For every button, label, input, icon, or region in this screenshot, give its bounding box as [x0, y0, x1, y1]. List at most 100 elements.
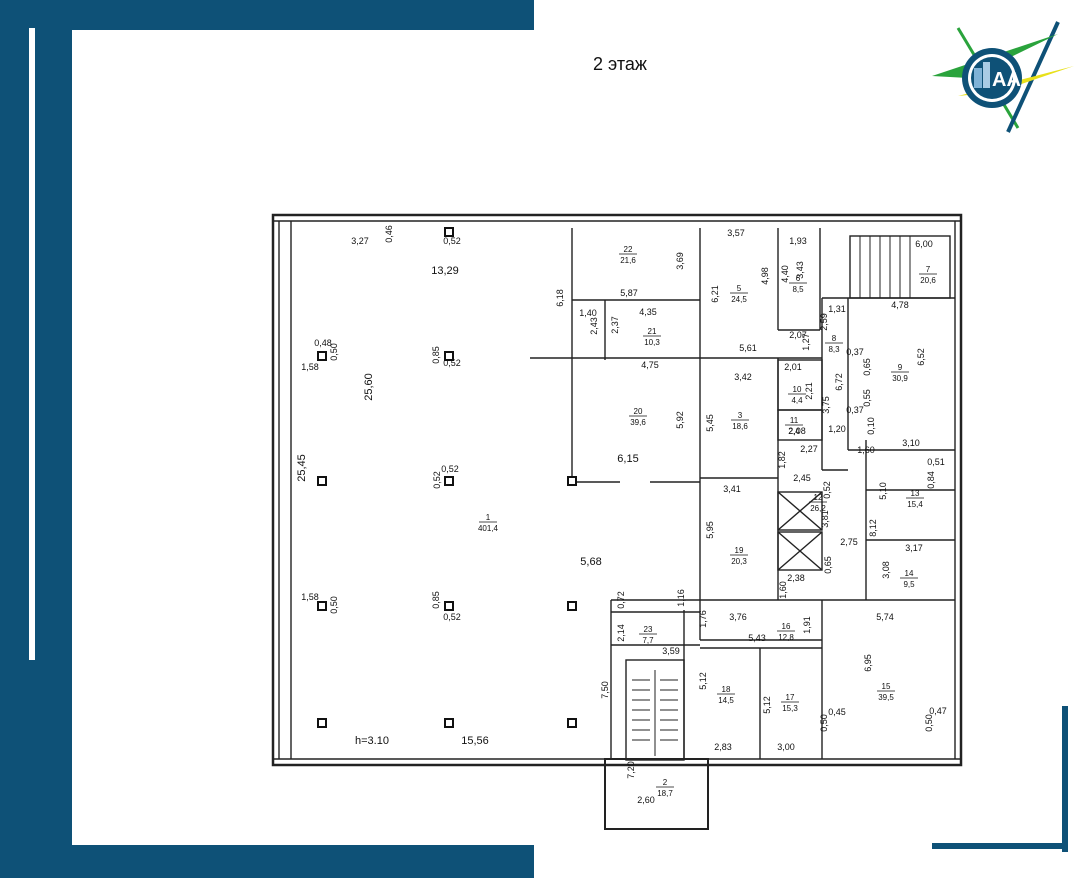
room-area: 18,6	[732, 422, 748, 431]
dimension-label: 0,50	[329, 596, 339, 614]
room-10: 104,4	[788, 385, 806, 405]
dimension-label: 0,52	[441, 464, 459, 474]
dimension-label: 0,52	[443, 236, 461, 246]
columns	[317, 227, 577, 728]
room-11: 112,4	[785, 416, 803, 436]
frame-top-bar	[0, 0, 534, 30]
dimension-label: 2,60	[637, 795, 655, 805]
dimension-label: 1,82	[777, 451, 787, 469]
dimension-label: 5,61	[739, 343, 757, 353]
dimension-label: 6,95	[863, 654, 873, 672]
room-number: 20	[634, 407, 643, 416]
room-number: 21	[648, 327, 657, 336]
dimension-label: 0,50	[329, 343, 339, 361]
dimension-label: 3,41	[723, 484, 741, 494]
dimension-label: 6,15	[617, 453, 638, 465]
dimension-label: 0,84	[926, 471, 936, 489]
dimension-label: 1,93	[789, 236, 807, 246]
room-7: 720,6	[919, 265, 937, 285]
dimension-label: 0,50	[924, 714, 934, 732]
dimension-label: 2,14	[616, 624, 626, 642]
dimension-label: 3,08	[881, 561, 891, 579]
dimension-label: 3,42	[734, 372, 752, 382]
dimension-label: 0,65	[862, 358, 872, 376]
dimension-label: 3,76	[729, 612, 747, 622]
dimension-label: 2,01	[784, 362, 802, 372]
room-number: 1	[486, 513, 491, 522]
dimension-label: 6,21	[710, 285, 720, 303]
dimension-label: 1,16	[676, 589, 686, 607]
dimension-label: 1,58	[301, 362, 319, 372]
dimension-label: 1,91	[802, 616, 812, 634]
room-number: 12	[814, 493, 823, 502]
dimension-label: 2,83	[714, 742, 732, 752]
room-number: 17	[786, 693, 795, 702]
room-area: 20,3	[731, 557, 747, 566]
dimension-label: 4,75	[641, 360, 659, 370]
dimension-label: 0,46	[384, 225, 394, 243]
dimension-label: 2,75	[840, 537, 858, 547]
dimension-label: 2,08	[788, 426, 806, 436]
dimension-label: 0,52	[822, 481, 832, 499]
frame-bottom-bar	[0, 845, 534, 878]
dimension-label: 5,12	[698, 672, 708, 690]
dimension-label: 1,27	[801, 333, 811, 351]
room-area: 4,4	[791, 396, 803, 405]
dimension-label: 3,75	[821, 396, 831, 414]
dimension-label: 2,37	[610, 316, 620, 334]
dimension-label: 0,47	[929, 706, 947, 716]
room-area: 8,3	[828, 345, 840, 354]
dimension-label: 1,58	[301, 592, 319, 602]
dimension-label: 5,12	[762, 696, 772, 714]
room-23: 237,7	[639, 625, 657, 645]
dimension-label: 0,45	[828, 707, 846, 717]
dimension-label: 4,40	[780, 265, 790, 283]
dimension-label: 5,10	[878, 482, 888, 500]
room-number: 9	[898, 363, 903, 372]
room-1: 1 401,4	[478, 513, 499, 533]
dimension-label: 13,29	[431, 265, 459, 277]
dimension-label: 0,37	[846, 347, 864, 357]
dimension-label: 2,21	[804, 382, 814, 400]
dimension-label: 5,43	[748, 633, 766, 643]
dimension-label: 0,51	[927, 457, 945, 467]
room-area: 401,4	[478, 524, 499, 533]
room-area: 14,5	[718, 696, 734, 705]
room-number: 19	[735, 546, 744, 555]
room-area: 8,5	[792, 285, 804, 294]
room-area: 15,3	[782, 704, 798, 713]
dimension-label: 6,72	[834, 373, 844, 391]
dimension-label: 0,48	[314, 338, 332, 348]
frame-inner-line	[29, 28, 35, 660]
dimension-label: 6,00	[915, 239, 933, 249]
room-area: 9,5	[903, 580, 915, 589]
dimension-label: 3,43	[795, 261, 805, 279]
dimension-label: 2,38	[787, 573, 805, 583]
dimension-label: 3,00	[777, 742, 795, 752]
dimension-label: 4,35	[639, 307, 657, 317]
dimension-label: 2,59	[819, 313, 829, 331]
dimension-label: 1,60	[778, 581, 788, 599]
ceiling-height-label: h=3.10	[355, 735, 389, 747]
room-number: 3	[738, 411, 743, 420]
dimension-label: 3,17	[905, 543, 923, 553]
dimension-label: 0,50	[819, 714, 829, 732]
room-2: 218,7	[656, 778, 674, 798]
dimension-label: 1,31	[828, 304, 846, 314]
dimension-label: 2,43	[589, 317, 599, 335]
dimension-label: 1,20	[828, 424, 846, 434]
room-number: 16	[782, 622, 791, 631]
dimension-label: 7,20	[626, 761, 636, 779]
room-14: 149,5	[900, 569, 918, 589]
dimension-label: 4,98	[760, 267, 770, 285]
room-number: 5	[737, 284, 742, 293]
room-area: 39,5	[878, 693, 894, 702]
dimension-label: 3,57	[727, 228, 745, 238]
frame-right-line	[1062, 706, 1068, 852]
dimension-label: 0,52	[443, 612, 461, 622]
dimension-label: 5,95	[705, 521, 715, 539]
room-area: 20,6	[920, 276, 936, 285]
room-area: 24,5	[731, 295, 747, 304]
